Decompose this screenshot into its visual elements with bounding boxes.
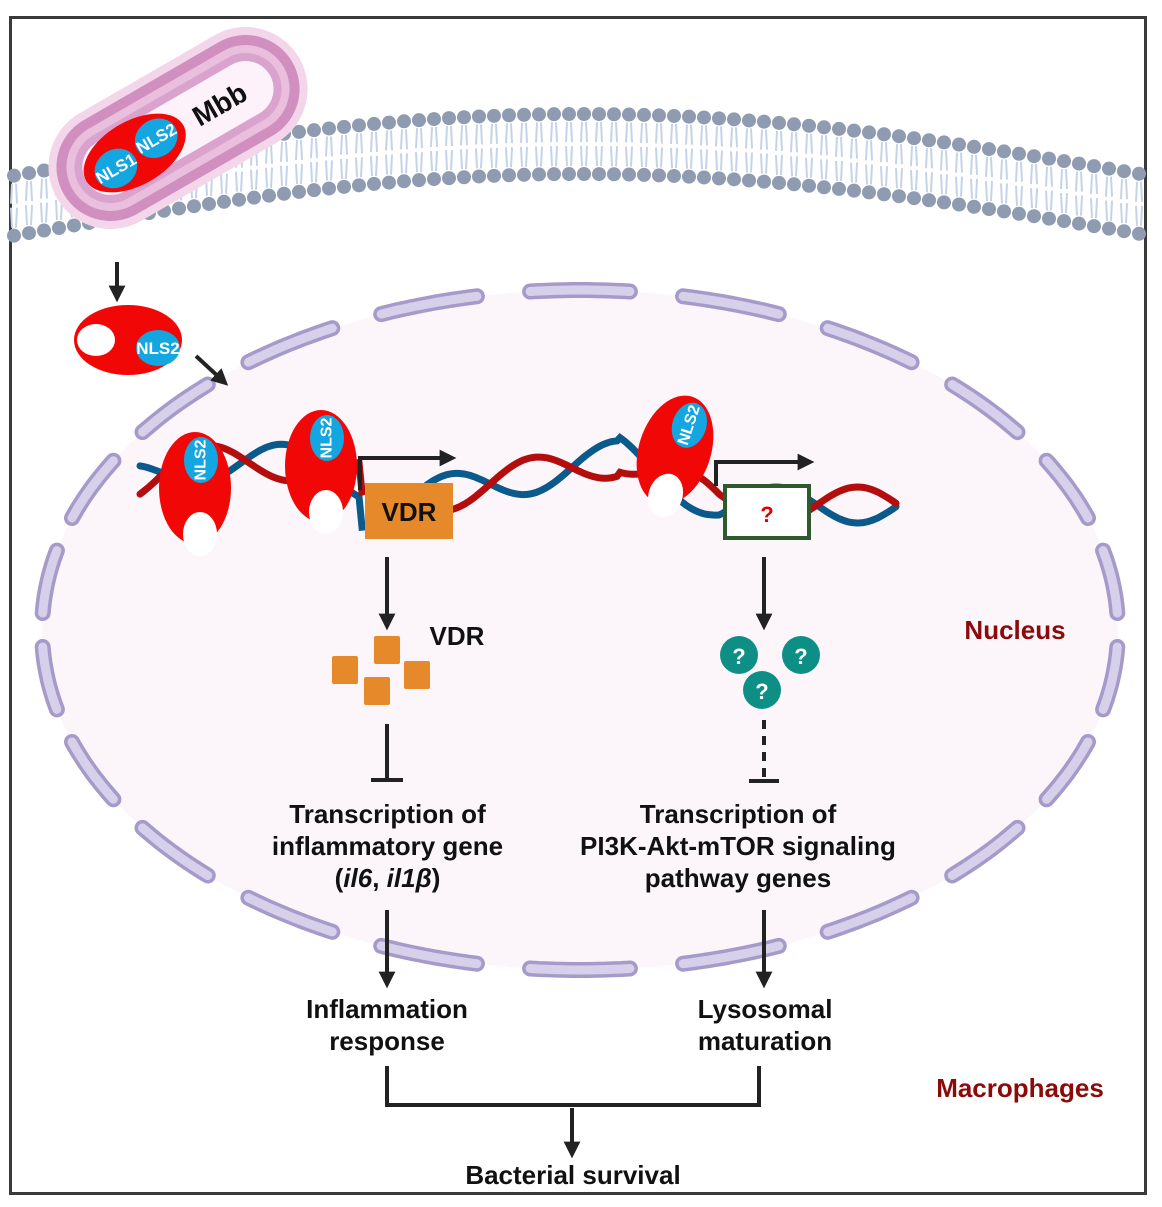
bacterium-mbb: NLS1 NLS2 Mbb [48, 27, 308, 229]
left-transcription-line1: Transcription of [289, 799, 486, 829]
right-transcription-line3: pathway genes [644, 863, 832, 893]
gene-separator: , [372, 863, 387, 893]
vdr-protein-label: VDR [430, 621, 485, 651]
inhibition-vdr [371, 724, 403, 782]
free-protein: NLS2 [74, 305, 182, 375]
convergence-bracket [385, 1066, 761, 1107]
nls2-label: NLS2 [193, 439, 210, 480]
nls2-domain [310, 415, 344, 461]
gene-il6: il6 [343, 863, 373, 893]
arrow-nuclear-import [194, 354, 229, 386]
right-transcription-line1: Transcription of [639, 799, 837, 829]
dna-bound-protein: NLS2 [159, 432, 231, 556]
left-transcription-line3: (il6, il1β) [230, 862, 545, 894]
nls2-domain [134, 118, 178, 159]
vdr-gene-label: VDR [382, 497, 437, 527]
dna-bound-protein: NLS2 [285, 410, 357, 534]
bacterial-survival-text: Bacterial survival [465, 1160, 681, 1190]
inflammation-line2: response [329, 1026, 445, 1056]
inflammation-line1: Inflammation [306, 994, 468, 1024]
lysosomal-line1: Lysosomal [697, 994, 833, 1024]
dna-bound-protein: NLS2 [636, 395, 714, 517]
nucleus-label: Nucleus [964, 615, 1066, 645]
gene-il1b: il1β [386, 863, 432, 893]
unknown-gene-box: ? [723, 484, 811, 540]
unknown-protein-label: ? [794, 644, 807, 669]
left-transcription-text: Transcription of inflammatory gene (il6,… [230, 798, 545, 894]
nls1-domain [94, 148, 138, 189]
paren-close: ) [431, 863, 441, 893]
unknown-protein-label: ? [755, 679, 768, 704]
left-transcription-line2: inflammatory gene [271, 831, 504, 861]
vdr-protein-cluster [332, 636, 430, 705]
vdr-gene-box: VDR [365, 483, 453, 539]
inhibition-unknown-dashed [749, 720, 779, 783]
nls2-domain [671, 402, 708, 448]
nuclear-envelope [34, 282, 1126, 978]
unknown-gene-label: ? [760, 502, 773, 527]
nls2-domain [136, 330, 180, 366]
right-transcription-line2: PI3K-Akt-mTOR signaling [580, 831, 896, 861]
nls2-domain [184, 437, 218, 483]
transcription-start-arrow-vdr [358, 449, 457, 490]
unknown-protein-label: ? [732, 644, 745, 669]
paren-open: ( [334, 863, 344, 893]
lysosomal-line2: maturation [697, 1026, 833, 1056]
macrophages-label: Macrophages [936, 1073, 1104, 1103]
nls2-label: NLS2 [319, 417, 336, 458]
unknown-protein-cluster: ? ? ? [720, 636, 820, 709]
nls2-label: NLS2 [136, 339, 179, 358]
inflammation-response-text: Inflammation response [262, 993, 512, 1057]
lysosomal-maturation-text: Lysosomal maturation [640, 993, 890, 1057]
right-transcription-text: Transcription of PI3K-Akt-mTOR signaling… [538, 798, 938, 894]
transcription-start-arrow-unknown [714, 453, 815, 486]
